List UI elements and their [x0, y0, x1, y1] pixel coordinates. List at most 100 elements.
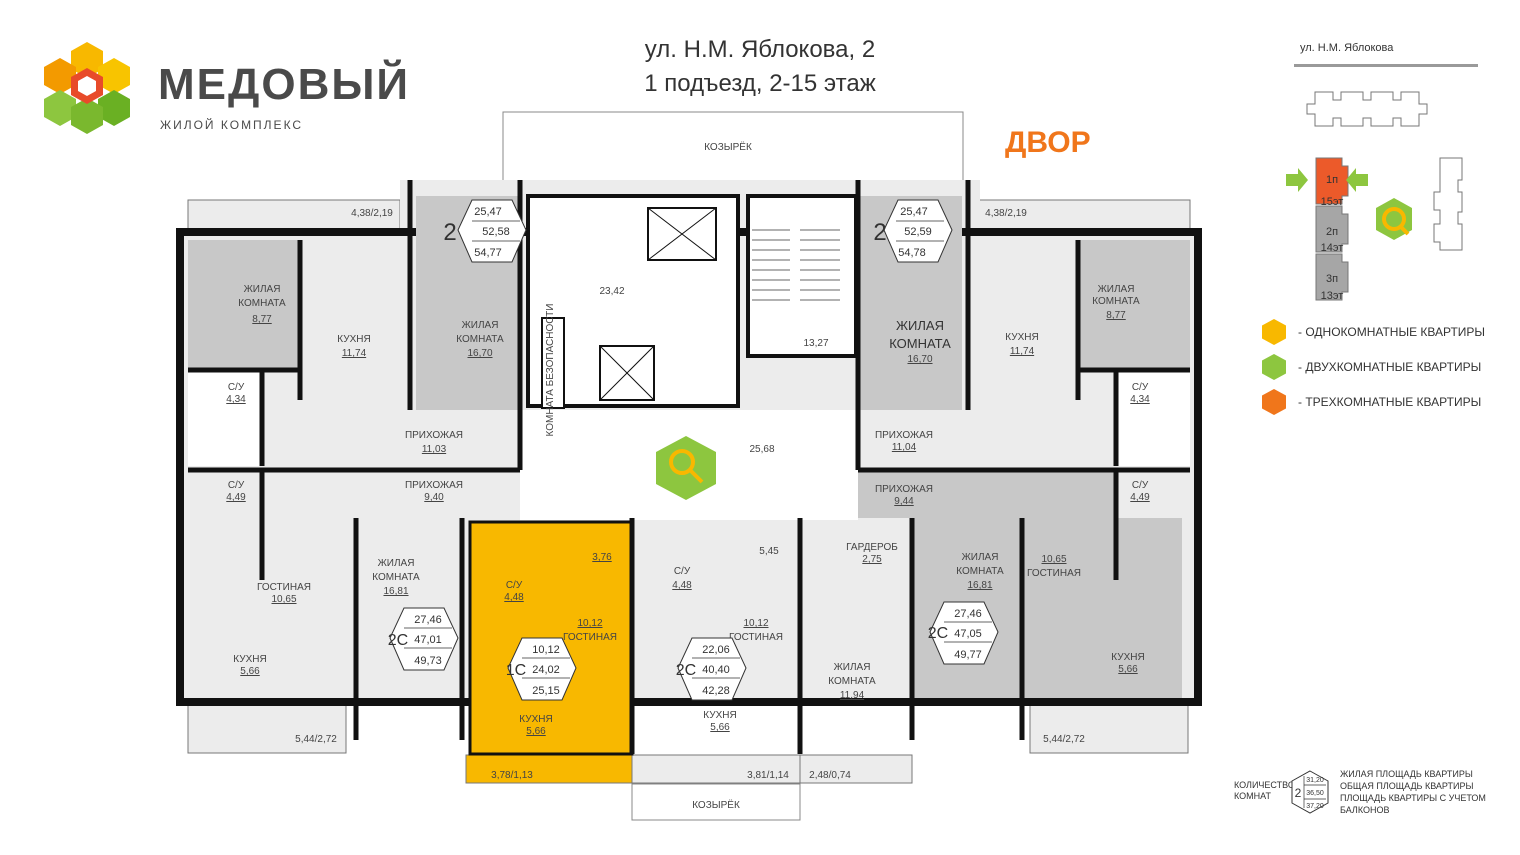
svg-text:49,73: 49,73 — [414, 655, 442, 667]
balcony-area: 5,44/2,72 — [1043, 734, 1085, 745]
two-room-swatch-icon — [1262, 354, 1286, 380]
safety-room-label: КОМНАТА БЕЗОПАСНОСТИ — [545, 304, 556, 437]
room-label: ЖИЛАЯ — [896, 318, 944, 333]
svg-text:40,40: 40,40 — [702, 664, 730, 676]
balcony-area: 4,38/2,19 — [985, 208, 1027, 219]
balcony-area: 2,48/0,74 — [809, 770, 851, 781]
svg-text:22,06: 22,06 — [702, 644, 730, 656]
stairs-area: 13,27 — [803, 338, 828, 349]
room-label: С/У — [1132, 382, 1149, 393]
area-value: 10,65 — [1041, 554, 1066, 565]
area-value: 4,49 — [226, 492, 246, 503]
balcony-area: 3,81/1,14 — [747, 770, 789, 781]
balcony-top-left — [187, 199, 401, 233]
key-left-1: КОЛИЧЕСТВО — [1234, 780, 1295, 790]
svg-text:10,12: 10,12 — [532, 644, 560, 656]
room-label: ПРИХОЖАЯ — [405, 480, 463, 491]
minimap[interactable]: 1п 15эт 2п 14эт 3п 13эт — [1280, 80, 1480, 310]
room-label: КОМНАТА — [956, 566, 1004, 577]
svg-text:42,28: 42,28 — [702, 685, 730, 697]
svg-text:52,58: 52,58 — [482, 226, 510, 238]
area-value: 5,66 — [526, 726, 546, 737]
apartment-badge: 2С 22,06 40,40 42,28 — [676, 637, 747, 701]
room-label: ПРИХОЖАЯ — [875, 430, 933, 441]
area-value: 11,94 — [840, 690, 865, 701]
key-value-3: 37,20 — [1306, 803, 1324, 810]
svg-text:1п: 1п — [1326, 174, 1338, 186]
core-hall-area: 23,42 — [599, 286, 624, 297]
one-room-swatch-icon — [1262, 319, 1286, 345]
balcony-area: 3,78/1,13 — [491, 770, 533, 781]
legend-item-two-room: - ДВУХКОМНАТНЫЕ КВАРТИРЫ — [1262, 354, 1482, 380]
room-label: ГОСТИНАЯ — [257, 582, 311, 593]
top-canopy-label: КОЗЫРЁК — [704, 141, 752, 153]
svg-text:24,02: 24,02 — [532, 664, 560, 676]
room-label: КОМНАТА — [372, 572, 420, 583]
svg-text:14эт: 14эт — [1321, 242, 1344, 254]
room-label: КУХНЯ — [337, 334, 370, 345]
svg-text:54,77: 54,77 — [474, 247, 502, 259]
legend-label: - ДВУХКОМНАТНЫЕ КВАРТИРЫ — [1298, 360, 1482, 374]
svg-text:47,05: 47,05 — [954, 628, 982, 640]
area-value: 5,66 — [240, 666, 260, 677]
room-label: КУХНЯ — [519, 714, 552, 725]
room-label: ЖИЛАЯ — [1098, 284, 1135, 295]
balcony-bottom-2c — [631, 754, 801, 784]
room-label: С/У — [506, 580, 523, 591]
room-label: КУХНЯ — [1111, 652, 1144, 663]
floor-plan[interactable]: КОЗЫРЁК КОЗЫРЁК — [0, 0, 1240, 855]
room-label: ГАРДЕРОБ — [846, 542, 898, 553]
svg-text:13эт: 13эт — [1321, 290, 1344, 302]
brand-logo — [44, 42, 130, 134]
room-label: ЖИЛАЯ — [244, 284, 281, 295]
balcony-bottom-1c — [465, 754, 633, 784]
svg-text:2п: 2п — [1326, 226, 1338, 238]
apartment-badge: 2С 27,46 47,01 49,73 — [388, 607, 459, 671]
area-value: 11,74 — [1010, 346, 1035, 357]
balcony-area: 5,44/2,72 — [295, 734, 337, 745]
key-right-2: ОБЩАЯ ПЛОЩАДЬ КВАРТИРЫ — [1340, 781, 1474, 791]
area-value: 3,76 — [592, 552, 612, 563]
lobby-area: 25,68 — [749, 444, 774, 455]
room-label: ПРИХОЖАЯ — [875, 484, 933, 495]
room-label: ГОСТИНАЯ — [1027, 568, 1081, 579]
key-left-2: КОМНАТ — [1234, 791, 1271, 801]
legend-label: - ОДНОКОМНАТНЫЕ КВАРТИРЫ — [1298, 325, 1486, 339]
legend-label: - ТРЕХКОМНАТНЫЕ КВАРТИРЫ — [1298, 395, 1482, 409]
address-line-2: 1 подъезд, 2-15 этаж — [644, 70, 876, 97]
room-label: КУХНЯ — [1005, 332, 1038, 343]
area-value: 4,48 — [504, 592, 524, 603]
svg-text:2: 2 — [443, 219, 456, 246]
room-label: ГОСТИНАЯ — [563, 632, 617, 643]
area-value: 16,70 — [467, 348, 492, 359]
svg-text:54,78: 54,78 — [898, 247, 926, 259]
svg-text:25,47: 25,47 — [474, 206, 502, 218]
svg-text:2С: 2С — [928, 625, 948, 642]
hall2-area: 5,45 — [759, 546, 779, 557]
brand-name: МЕДОВЫЙ — [158, 60, 411, 109]
room-label: КУХНЯ — [703, 710, 736, 721]
svg-text:27,46: 27,46 — [954, 608, 982, 620]
area-value: 2,75 — [862, 554, 882, 565]
area-value: 9,40 — [424, 492, 444, 503]
room-label: КОМНАТА — [889, 336, 951, 351]
balcony-area: 4,38/2,19 — [351, 208, 393, 219]
balcony-bottom-left — [187, 696, 347, 754]
key-count: 2 — [1295, 786, 1302, 800]
key-right-4: БАЛКОНОВ — [1340, 805, 1390, 815]
room-label: ЖИЛАЯ — [462, 320, 499, 331]
legend-item-one-room: - ОДНОКОМНАТНЫЕ КВАРТИРЫ — [1262, 319, 1486, 345]
yard-label: ДВОР — [1005, 126, 1091, 159]
key-badge: 2 31,20 36,50 37,20 — [1291, 770, 1329, 814]
area-value: 4,34 — [1130, 394, 1150, 405]
svg-text:27,46: 27,46 — [414, 614, 442, 626]
svg-text:1С: 1С — [506, 662, 526, 679]
area-value: 16,81 — [383, 586, 408, 597]
area-value: 8,77 — [252, 314, 272, 325]
bottom-canopy-label: КОЗЫРЁК — [692, 799, 740, 811]
svg-text:25,15: 25,15 — [532, 685, 560, 697]
stairwell — [746, 194, 858, 358]
balcony-bottom-3 — [799, 754, 913, 784]
svg-text:2: 2 — [873, 219, 886, 246]
area-value: 11,74 — [342, 348, 367, 359]
